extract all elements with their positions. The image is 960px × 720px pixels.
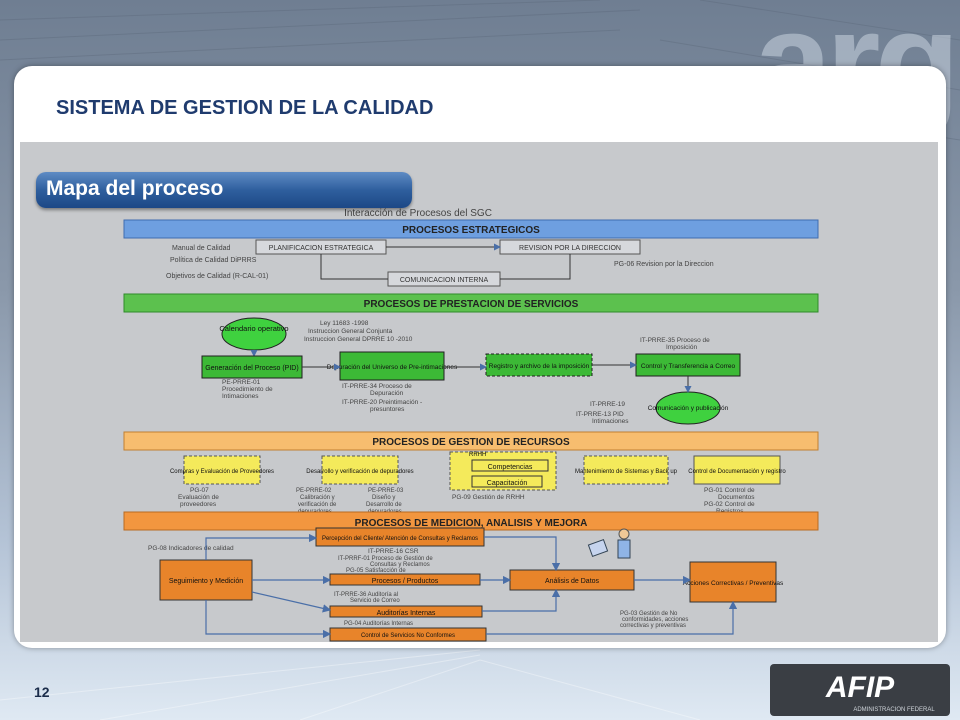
rrhh-note: PG-09 Gestión de RRHH (452, 494, 525, 501)
desarrollo-note2-1: PE-PRRE-03 (368, 488, 404, 494)
box-revision-label: REVISION POR LA DIRECCION (519, 245, 621, 252)
box-desarrollo (321, 455, 399, 485)
gen-note-2: Procedimiento de (222, 386, 273, 393)
com-note-1: IT-PRRE-19 (590, 401, 625, 408)
diagram-title: Interacción de Procesos del SGC (344, 208, 492, 219)
page-title: SISTEMA DE GESTION DE LA CALIDAD (56, 97, 434, 119)
dep-note-2b: presuntores (370, 406, 405, 413)
box-mantenimiento-label: Mantenimiento de Sistemas y Back up (575, 469, 678, 475)
process-map-diagram: Interacción de Procesos del SGC PROCESOS… (123, 208, 819, 642)
box-compras-label: Compras y Evaluación de Proveedores (170, 469, 274, 475)
band-strategic-label: PROCESOS ESTRATEGICOS (402, 225, 540, 236)
band-resources-label: PROCESOS DE GESTION DE RECURSOS (372, 437, 570, 448)
desarrollo-note2-3: Desarrollo de (366, 502, 402, 508)
desarrollo-note1-2: Calibración y (300, 495, 335, 501)
doc-note-3: PG-02 Control de (704, 501, 755, 508)
box-acciones (689, 561, 777, 603)
compras-note-2: Evaluación de (178, 494, 219, 501)
box-rrhh-label: RRHH (469, 452, 486, 458)
doc-note-2: Documentos (718, 494, 755, 501)
box-percepcion-label: Percepción del Cliente/ Atención de Cons… (322, 536, 478, 542)
band-resources (123, 431, 819, 451)
ctrl-note-1: IT-PRRE-35 Proceso de (640, 337, 710, 344)
box-competencias (471, 459, 549, 472)
band-service-label: PROCESOS DE PRESTACION DE SERVICIOS (364, 299, 579, 310)
aud-note-2: PG-04 Auditorías Internas (344, 621, 413, 627)
gen-note-3: Intimaciones (222, 393, 259, 400)
percep-note: IT-PRRE-16 CSR (368, 548, 419, 555)
box-analisis-label: Análisis de Datos (545, 578, 600, 585)
analyst-icon (587, 528, 631, 559)
law-note-2: Instruccion General Conjunta (308, 328, 393, 335)
box-generacion-label: Generación del Proceso (PID) (205, 365, 298, 372)
law-note-3: Instruccion General DPRRE 10 -2010 (304, 336, 413, 343)
compras-note-1: PG-07 (190, 487, 209, 494)
box-depuracion (339, 351, 445, 381)
box-control-no-conformes-label: Control de Servicios No Conformes (361, 633, 455, 639)
box-seguimiento-label: Seguimiento y Medición (169, 578, 243, 585)
box-mantenimiento (583, 455, 669, 485)
box-documentacion-label: Control de Documentación y registro (688, 469, 786, 475)
proc-note-2: Consultas y Reclamos (370, 562, 430, 568)
box-procesos-label: Procesos / Productos (372, 578, 439, 585)
desarrollo-note1-1: PE-PRRE-02 (296, 488, 332, 494)
dep-note-1b: Depuración (370, 390, 404, 397)
section-badge-label: Mapa del proceso (46, 177, 224, 200)
title-box (30, 76, 594, 142)
box-capacitacion (471, 475, 543, 488)
section-badge: Mapa del proceso (36, 172, 412, 208)
box-auditorias-label: Auditorías Internas (377, 610, 436, 617)
box-desarrollo-label: Desarrollo y verificación de depuradores (306, 469, 413, 475)
strategic-note-3: Objetivos de Calidad (R-CAL-01) (166, 273, 268, 280)
law-note-1: Ley 11683 -1998 (320, 320, 369, 327)
proc-note-3: PG-05 Satisfacción de (346, 568, 406, 574)
strategic-note-2: Política de Calidad DiPRRS (170, 257, 257, 264)
calendar-ellipse (221, 317, 287, 351)
com-note-3: Intimaciones (592, 418, 629, 425)
desarrollo-note2-2: Diseño y (372, 495, 395, 501)
audit-note-2: Servicio de Correo (350, 598, 400, 604)
proc-note-1: IT-PRRF-01 Proceso de Gestión de (338, 556, 433, 562)
meas-left-note: PG-08 Indicadores de calidad (148, 545, 234, 552)
box-control-label: Control y Transferencia a Correo (641, 363, 736, 370)
box-comunicacion-label: COMUNICACION INTERNA (400, 277, 489, 284)
acc-note-1: PG-03 Gestión de No (620, 611, 678, 617)
page-number: 12 (34, 684, 50, 700)
box-planificacion-label: PLANIFICACION ESTRATEGICA (269, 245, 374, 252)
box-depuracion-label: Depuración del Universo de Pre-intimacio… (327, 364, 458, 371)
acc-note-2: conformidades, acciones (622, 617, 688, 623)
ctrl-note-2: Imposición (666, 344, 697, 351)
calendar-label: Calendario operativo (219, 324, 288, 333)
box-acciones-label: Acciones Correctivas / Preventivas (683, 580, 784, 587)
comunicacion-label: Comunicación y publicación (648, 405, 729, 412)
doc-note-1: PG-01 Control de (704, 487, 755, 494)
audit-note-1: IT-PRRE-36 Auditoría al (334, 592, 398, 598)
band-strategic (123, 219, 819, 239)
acc-note-3: correctivas y preventivas (620, 623, 686, 629)
dep-note-1a: IT-PRRE-34 Proceso de (342, 383, 412, 390)
dep-note-2a: IT-PRRE-20 Preintimación - (342, 399, 422, 406)
gen-note-1: PE-PRRE-01 (222, 379, 261, 386)
com-note-2: IT-PRRE-13 PID (576, 411, 624, 418)
box-compras (183, 455, 261, 485)
box-competencias-label: Competencias (488, 464, 533, 471)
desarrollo-note1-3: verificación de (298, 502, 337, 508)
band-service (123, 293, 819, 313)
afip-logo: AFIP ADMINISTRACION FEDERAL (770, 664, 950, 716)
band-measurement-label: PROCESOS DE MEDICION, ANALISIS Y MEJORA (355, 518, 588, 529)
afip-logo-subtext: ADMINISTRACION FEDERAL (853, 707, 935, 713)
afip-logo-text: AFIP (825, 671, 895, 704)
box-documentacion (693, 455, 781, 485)
strategic-note-1: Manual de Calidad (172, 245, 230, 252)
compras-note-3: proveedores (180, 501, 217, 508)
strategic-right-note: PG-06 Revision por la Direccion (614, 261, 714, 268)
box-registro-label: Registro y archivo de la imposición (489, 363, 590, 370)
box-capacitacion-label: Capacitación (487, 480, 528, 487)
